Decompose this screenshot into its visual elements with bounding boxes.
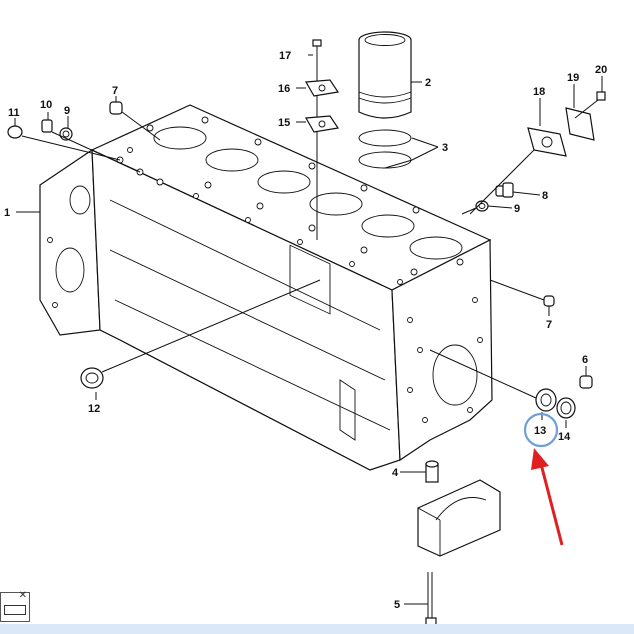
callout-15: 15 [278, 117, 290, 129]
callout-13: 13 [534, 425, 546, 437]
plug-7-right [543, 295, 555, 307]
bushing-14 [556, 397, 576, 419]
leader-lines [14, 54, 603, 605]
plug-10 [41, 119, 53, 133]
close-icon[interactable]: ✕ [18, 590, 27, 601]
plug-11 [7, 125, 23, 139]
callout-6: 6 [582, 354, 588, 366]
callout-20: 20 [595, 64, 607, 76]
bolt-20 [574, 91, 606, 119]
callout-3: 3 [442, 142, 448, 154]
bottom-strip [0, 624, 634, 634]
callout-18: 18 [533, 86, 545, 98]
seal-12 [80, 367, 104, 389]
callout-labels: 1 2 3 4 5 6 7 7 8 9 9 10 11 12 13 14 15 … [4, 50, 607, 611]
callout-4: 4 [392, 467, 399, 479]
engine-block [39, 104, 493, 471]
plug-8 [495, 182, 514, 198]
cover-plate-16 [305, 79, 340, 97]
washer-9-left [59, 127, 73, 141]
callout-17: 17 [279, 50, 291, 62]
callout-16: 16 [278, 83, 290, 95]
bolt-5 [425, 572, 437, 627]
callout-10: 10 [40, 99, 52, 111]
callout-9-left: 9 [64, 105, 70, 117]
callout-11: 11 [8, 107, 20, 119]
callout-5: 5 [394, 599, 400, 611]
callout-7-top: 7 [112, 85, 118, 97]
mini-window-thumbnail[interactable]: ✕ [0, 590, 30, 622]
bearing-cap [417, 479, 501, 557]
callout-1: 1 [4, 207, 10, 219]
highlight-arrow [531, 448, 564, 546]
plug-7-top [109, 101, 123, 115]
callout-8: 8 [542, 190, 548, 202]
plug-6 [579, 375, 593, 389]
callout-9-right: 9 [514, 203, 520, 215]
cylinder-liner [358, 31, 412, 119]
mini-window-frame [4, 605, 26, 615]
dowel-4 [425, 460, 439, 483]
bushing-13 [535, 388, 557, 412]
callout-14: 14 [558, 431, 571, 443]
bolt-17 [312, 39, 322, 240]
callout-12: 12 [88, 403, 100, 415]
highlight-ring [523, 412, 559, 448]
callout-19: 19 [567, 72, 579, 84]
gasket-15 [305, 115, 340, 133]
cover-19 [565, 107, 595, 141]
callout-2: 2 [425, 77, 431, 89]
callout-7-right: 7 [546, 319, 552, 331]
gasket-18 [527, 127, 567, 157]
